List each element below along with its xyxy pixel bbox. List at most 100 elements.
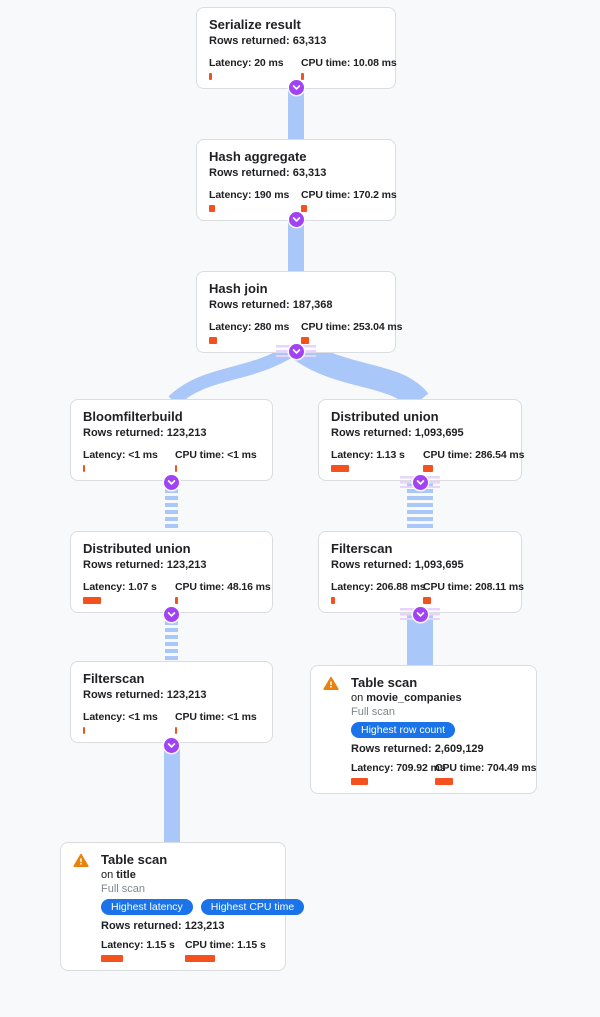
chevron-down-icon bbox=[416, 479, 424, 485]
cpu-time-bar bbox=[423, 597, 431, 604]
cpu-time-bar bbox=[175, 465, 177, 472]
latency-label: Latency: 1.15 s bbox=[101, 939, 175, 951]
rows-returned: Rows returned: 1,093,695 bbox=[331, 427, 464, 439]
cpu-time-label: CPU time: 704.49 ms bbox=[435, 762, 537, 774]
metrics-row: Latency: 1.15 s CPU time: 1.15 s bbox=[101, 939, 273, 962]
cpu-time-label: CPU time: 1.15 s bbox=[185, 939, 266, 951]
node-filterscan-right[interactable]: Filterscan Rows returned: 1,093,695 Late… bbox=[318, 531, 524, 613]
collapse-toggle[interactable] bbox=[288, 343, 304, 359]
edge-bloomfilterbuild-to-distributed-union bbox=[165, 482, 178, 532]
node-title: Hash aggregate bbox=[209, 149, 307, 164]
cpu-time-bar bbox=[185, 955, 215, 962]
cpu-time-label: CPU time: 286.54 ms bbox=[423, 449, 525, 461]
edge-hashjoin-to-bloomfilterbuild bbox=[168, 344, 296, 406]
cpu-time-bar bbox=[435, 778, 453, 785]
cpu-time-bar bbox=[301, 337, 309, 344]
latency-bar bbox=[101, 955, 123, 962]
latency-bar bbox=[83, 597, 101, 604]
metrics-row: Latency: 206.88 ms CPU time: 208.11 ms bbox=[331, 581, 524, 604]
edge-hashaggregate-to-hashjoin bbox=[288, 219, 304, 273]
edge-filterscan-to-tablescan-left bbox=[164, 745, 180, 843]
metrics-row: Latency: 280 ms CPU time: 253.04 ms bbox=[209, 321, 403, 344]
node-hash-join[interactable]: Hash join Rows returned: 187,368 Latency… bbox=[196, 271, 403, 353]
cpu-time-label: CPU time: 10.08 ms bbox=[301, 57, 397, 69]
rows-returned: Rows returned: 63,313 bbox=[209, 167, 327, 179]
chevron-down-icon bbox=[167, 742, 176, 748]
cpu-time-label: CPU time: 253.04 ms bbox=[301, 321, 403, 333]
rows-returned: Rows returned: 1,093,695 bbox=[331, 559, 464, 571]
collapse-toggle[interactable] bbox=[164, 474, 179, 490]
latency-bar bbox=[209, 337, 217, 344]
rows-returned: Rows returned: 187,368 bbox=[209, 299, 333, 311]
cpu-time-bar bbox=[175, 727, 177, 734]
edge-hashjoin-to-distributed-union bbox=[294, 339, 429, 410]
chevron-down-icon bbox=[167, 479, 176, 485]
node-distributed-union-right[interactable]: Distributed union Rows returned: 1,093,6… bbox=[318, 399, 525, 481]
node-bloomfilterbuild[interactable]: Bloomfilterbuild Rows returned: 123,213 … bbox=[70, 399, 273, 481]
metrics-row: Latency: 709.92 ms CPU time: 704.49 ms bbox=[351, 762, 537, 785]
scan-type: Full scan bbox=[101, 883, 146, 895]
cpu-time-label: CPU time: 170.2 ms bbox=[301, 189, 397, 201]
latency-label: Latency: 280 ms bbox=[209, 321, 290, 333]
rows-returned: Rows returned: 123,213 bbox=[83, 559, 207, 571]
node-title: Filterscan bbox=[83, 671, 145, 686]
node-hash-aggregate[interactable]: Hash aggregate Rows returned: 63,313 Lat… bbox=[196, 139, 397, 221]
cpu-time-bar bbox=[423, 465, 433, 472]
latency-bar bbox=[209, 205, 215, 212]
table-name: movie_companies bbox=[366, 692, 462, 704]
latency-label: Latency: 20 ms bbox=[209, 57, 284, 69]
latency-label: Latency: 190 ms bbox=[209, 189, 290, 201]
node-distributed-union-left[interactable]: Distributed union Rows returned: 123,213… bbox=[70, 531, 273, 613]
node-title: Hash join bbox=[209, 281, 268, 296]
chevron-down-icon bbox=[292, 84, 300, 90]
latency-bar bbox=[351, 778, 368, 785]
latency-label: Latency: <1 ms bbox=[83, 449, 158, 461]
warning-triangle-icon bbox=[73, 853, 89, 867]
table-name: title bbox=[116, 869, 136, 881]
warning-triangle-icon bbox=[323, 676, 339, 690]
node-title: Distributed union bbox=[83, 541, 191, 556]
node-filterscan-left[interactable]: Filterscan Rows returned: 123,213 Latenc… bbox=[70, 661, 273, 743]
latency-label: Latency: <1 ms bbox=[83, 711, 158, 723]
metrics-row: Latency: <1 ms CPU time: <1 ms bbox=[83, 711, 260, 734]
node-title: Table scan bbox=[351, 675, 418, 690]
collapse-toggle[interactable] bbox=[164, 606, 179, 622]
edge-distributed-union-to-filterscan-left bbox=[165, 614, 178, 662]
chevron-down-icon bbox=[167, 611, 176, 617]
node-serialize-result[interactable]: Serialize result Rows returned: 63,313 L… bbox=[196, 7, 397, 89]
collapse-toggle[interactable] bbox=[164, 737, 179, 753]
metrics-row: Latency: 20 ms CPU time: 10.08 ms bbox=[209, 57, 397, 80]
rows-returned: Rows returned: 2,609,129 bbox=[351, 743, 484, 755]
cpu-time-label: CPU time: 208.11 ms bbox=[423, 581, 524, 593]
latency-label: Latency: 1.13 s bbox=[331, 449, 405, 461]
scan-type: Full scan bbox=[351, 706, 396, 718]
latency-label: Latency: 709.92 ms bbox=[351, 762, 446, 774]
cpu-time-bar bbox=[301, 73, 304, 80]
cpu-time-label: CPU time: <1 ms bbox=[175, 711, 257, 723]
collapse-toggle[interactable] bbox=[288, 79, 304, 95]
rows-returned: Rows returned: 123,213 bbox=[101, 920, 225, 932]
edge-filterscan-to-tablescan-right bbox=[407, 614, 433, 666]
edge-distributed-union-to-filterscan-right bbox=[407, 482, 433, 532]
node-title: Bloomfilterbuild bbox=[83, 409, 183, 424]
collapse-toggle[interactable] bbox=[412, 474, 428, 490]
latency-bar bbox=[83, 727, 85, 734]
chevron-down-icon bbox=[292, 216, 300, 222]
chevron-down-icon bbox=[292, 348, 300, 354]
cpu-time-bar bbox=[175, 597, 178, 604]
rows-returned: Rows returned: 123,213 bbox=[83, 427, 207, 439]
latency-label: Latency: 206.88 ms bbox=[331, 581, 426, 593]
collapse-toggle[interactable] bbox=[412, 606, 428, 622]
cpu-time-label: CPU time: 48.16 ms bbox=[175, 581, 271, 593]
edge-serialize-to-hashaggregate bbox=[288, 87, 304, 141]
latency-bar bbox=[83, 465, 85, 472]
node-title: Filterscan bbox=[331, 541, 393, 556]
badges-row: Highest row count bbox=[351, 722, 524, 738]
collapse-toggle[interactable] bbox=[288, 211, 304, 227]
chevron-down-icon bbox=[416, 611, 424, 617]
